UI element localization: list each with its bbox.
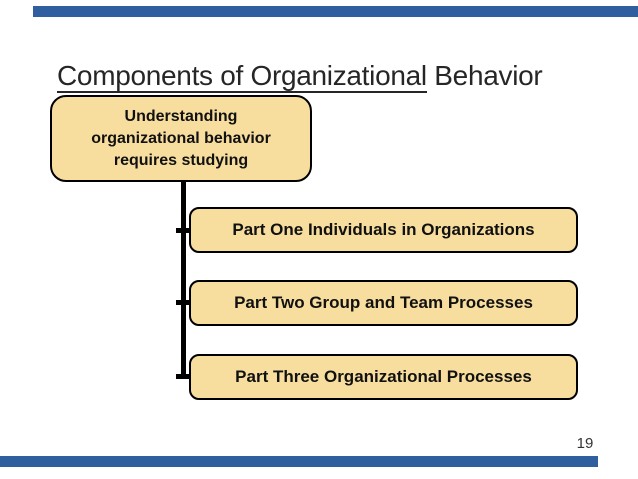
root-node-line-3: requires studying	[113, 151, 249, 169]
bottom-accent-bar	[0, 456, 598, 467]
child-node-part-one: Part One Individuals in Organizations	[189, 207, 578, 253]
child-node-part-two-label: Part Two Group and Team Processes	[234, 293, 533, 312]
connector-stub-1	[176, 228, 190, 233]
child-node-part-two: Part Two Group and Team Processes	[189, 280, 578, 326]
connector-stub-3	[176, 374, 190, 379]
top-accent-bar	[33, 6, 638, 17]
root-node-line-2: organizational behavior	[91, 129, 271, 147]
connector-stub-2	[176, 300, 190, 305]
child-node-part-three: Part Three Organizational Processes	[189, 354, 578, 400]
root-node-line-1: Understanding	[124, 107, 238, 125]
page-number: 19	[576, 435, 594, 452]
connector-vertical-line	[181, 181, 186, 379]
child-node-part-three-label: Part Three Organizational Processes	[235, 367, 532, 386]
title-plain-part: Behavior	[426, 60, 543, 91]
slide-title: Components of Organizational Behavior	[57, 60, 617, 93]
root-node-box: Understanding organizational behavior re…	[50, 95, 312, 182]
title-underlined-part: Components of Organizational	[57, 60, 427, 93]
child-node-part-one-label: Part One Individuals in Organizations	[232, 220, 535, 239]
